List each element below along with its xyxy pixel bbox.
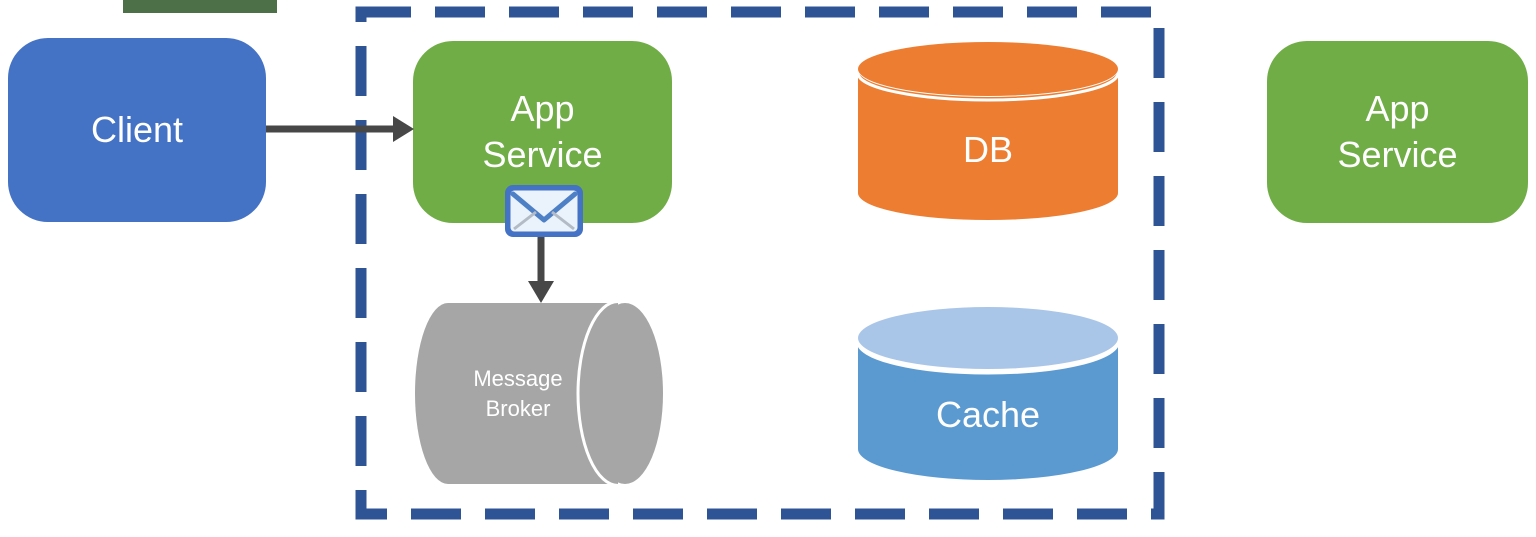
message-broker-label-line2: Broker: [485, 396, 551, 421]
app-service-node: [413, 41, 672, 223]
client-node: [8, 38, 266, 222]
message-broker-label-line1: Message: [473, 366, 563, 391]
db-label: DB: [858, 85, 1118, 215]
message-broker-label: Message Broker: [413, 303, 623, 485]
client-to-app-service-arrow: [266, 116, 414, 142]
app-service-to-broker-arrow: [528, 237, 554, 303]
message-broker-node: [415, 300, 663, 487]
db-node: [856, 42, 1120, 220]
cache-label-text: Cache: [935, 394, 1041, 435]
cache-node: [856, 307, 1120, 480]
app-service-external-node: [1267, 41, 1528, 223]
top-edge-bar: [123, 0, 277, 13]
cache-label: Cache: [858, 350, 1118, 480]
db-label-text: DB: [962, 129, 1013, 170]
